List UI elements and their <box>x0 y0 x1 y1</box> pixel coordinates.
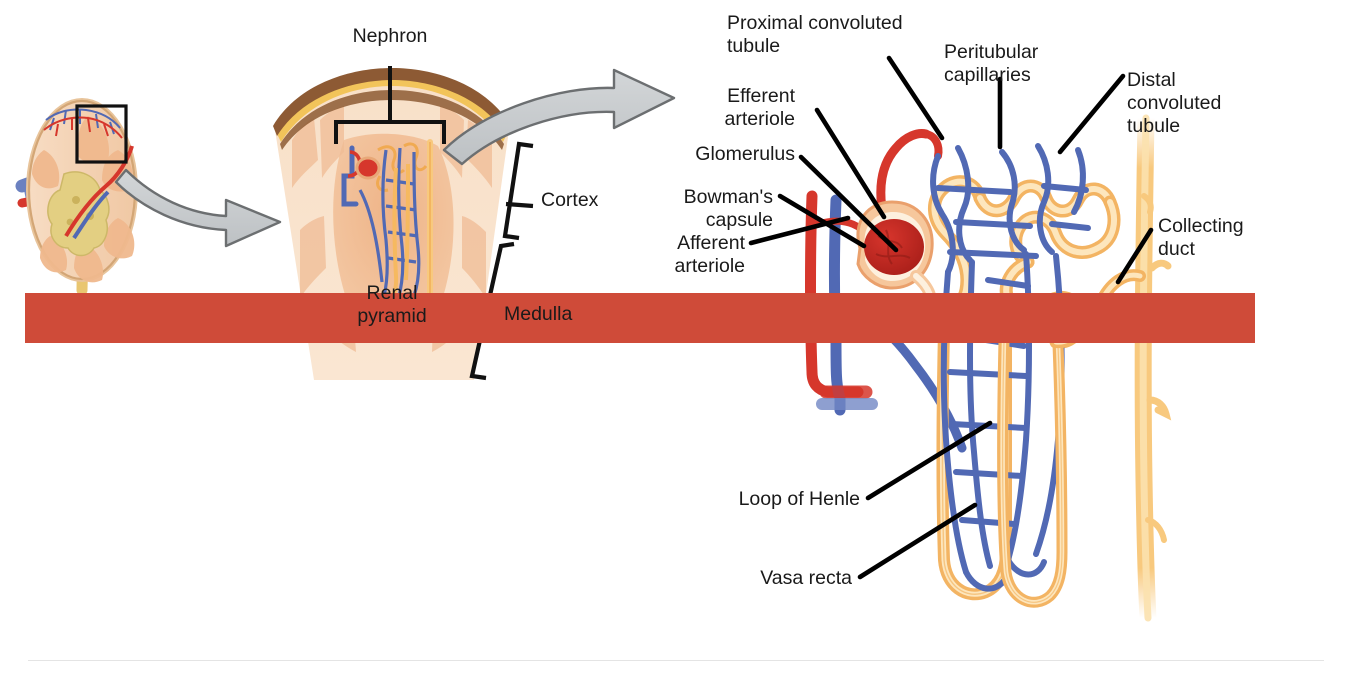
label-glomerulus: Glomerulus <box>695 143 795 165</box>
leader-collecting-duct <box>1115 227 1154 285</box>
leader-efferent-arteriole <box>814 107 887 220</box>
kidney-cross-section <box>15 98 138 296</box>
leader-bowmans-capsule <box>777 193 867 249</box>
label-nephron: Nephron <box>352 25 428 47</box>
label-peritubular-capillaries: Peritubular capillaries <box>944 41 1039 86</box>
leader-glomerulus <box>798 154 899 253</box>
zoom-arrow-2 <box>442 68 676 166</box>
leader-lines <box>748 55 1154 580</box>
label-vasa-recta: Vasa recta <box>760 567 852 589</box>
nephron-bracket <box>334 66 446 144</box>
label-bowmans-capsule: Bowman's capsule <box>683 186 773 231</box>
leader-loop-of-henle <box>865 420 993 501</box>
vasa-recta <box>997 334 1068 608</box>
kidney-callout-box <box>75 104 128 164</box>
bottom-divider <box>28 660 1324 661</box>
label-renal-pyramid: Renal pyramid <box>357 282 427 327</box>
zoom-arrow-1 <box>114 168 282 248</box>
cortex-tick <box>505 201 534 209</box>
efferent-arteriole <box>876 129 931 225</box>
label-proximal-convoluted-tubule: Proximal convoluted tubule <box>727 12 903 57</box>
leader-proximal-convoluted-tubule <box>886 55 945 141</box>
label-afferent-arteriole: Afferent arteriole <box>674 232 745 277</box>
label-distal-convoluted-tubule: Distal convoluted tubule <box>1127 69 1222 137</box>
label-medulla: Medulla <box>504 303 573 325</box>
label-cortex: Cortex <box>541 189 599 211</box>
label-loop-of-henle: Loop of Henle <box>738 488 860 510</box>
cortex-bracket <box>502 141 534 241</box>
leader-afferent-arteriole <box>748 215 851 246</box>
leader-vasa-recta <box>857 502 978 580</box>
label-efferent-arteriole: Efferent arteriole <box>724 85 795 130</box>
label-collecting-duct: Collecting duct <box>1158 215 1244 260</box>
nephron-detail <box>805 109 1172 627</box>
leader-distal-convoluted-tubule <box>1057 73 1126 155</box>
medulla-band <box>25 293 1255 343</box>
renal-artery-trunk <box>805 190 864 398</box>
collecting-duct <box>1134 109 1172 627</box>
